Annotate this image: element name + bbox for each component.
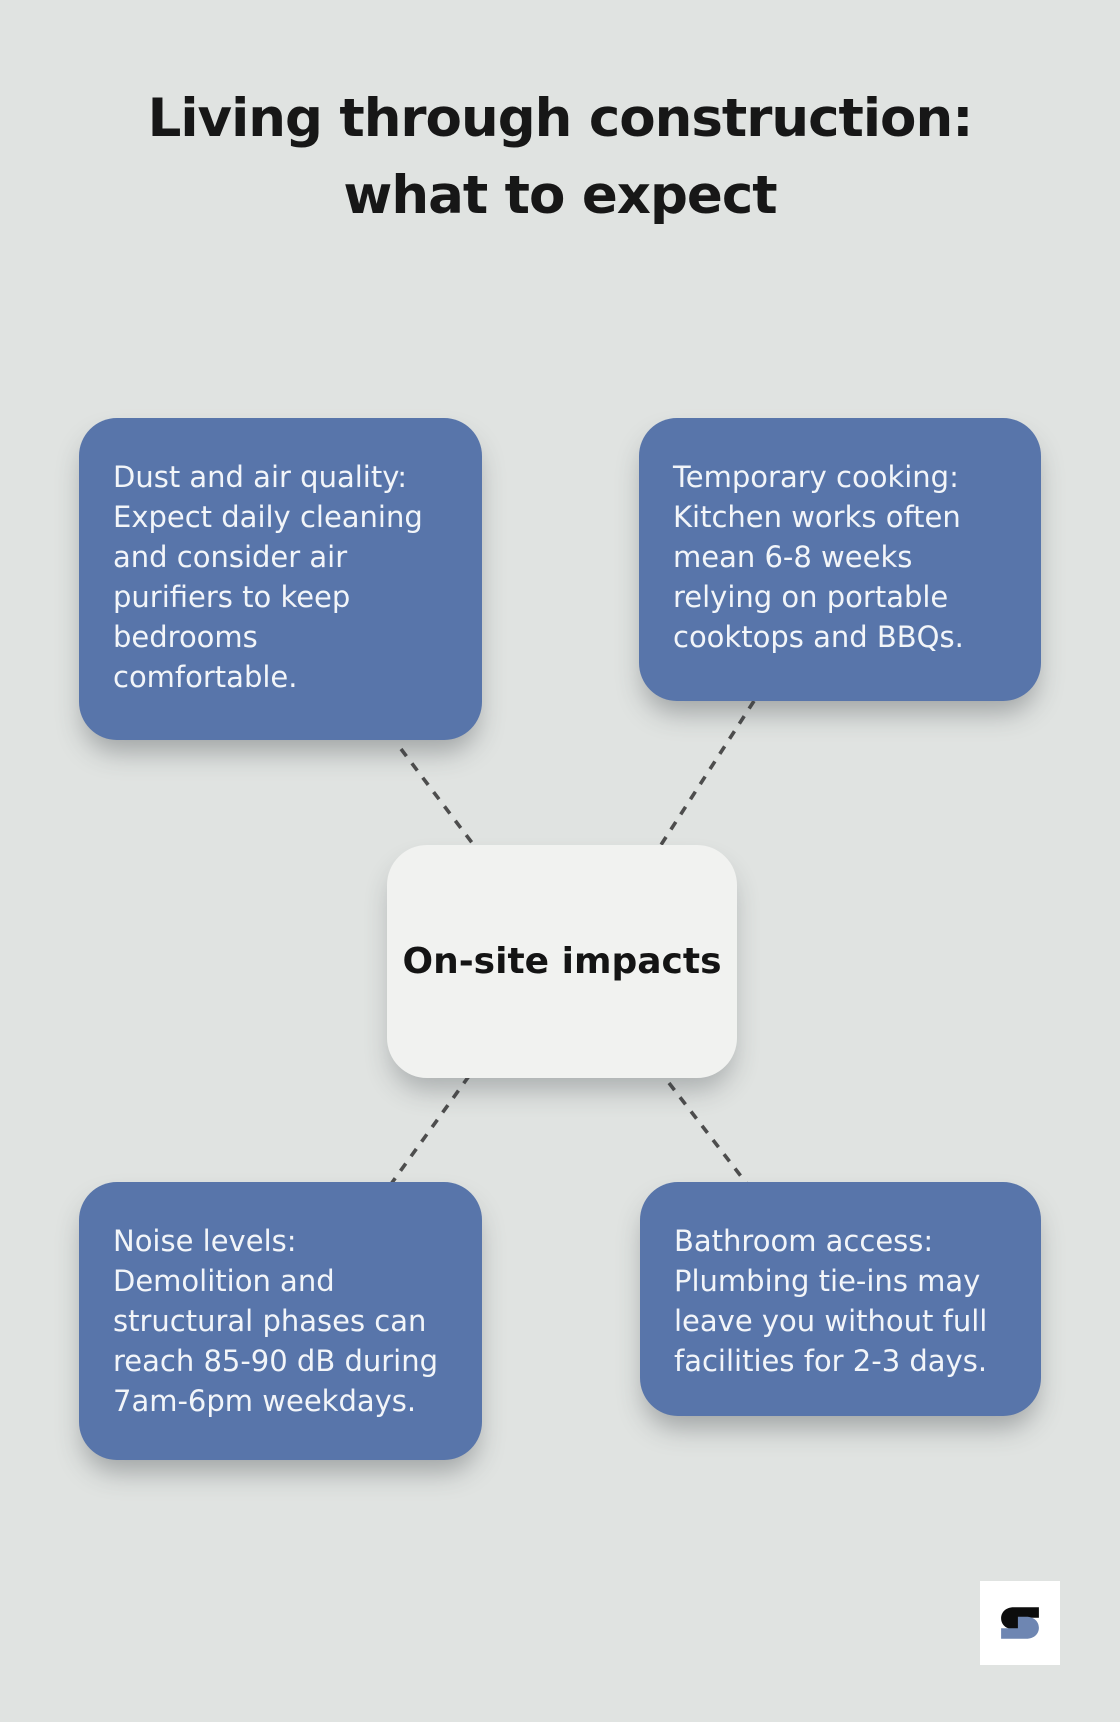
logo-tile <box>980 1581 1060 1665</box>
page-title: Living through construction: what to exp… <box>0 80 1120 234</box>
impact-box-noise-levels: Noise levels: Demolition and structural … <box>79 1182 482 1460</box>
impact-box-bathroom-access: Bathroom access: Plumbing tie-ins may le… <box>640 1182 1041 1416</box>
s-monogram-icon <box>1001 1607 1039 1639</box>
impact-box-dust-air-quality: Dust and air quality: Expect daily clean… <box>79 418 482 740</box>
page-title-line-2: what to expect <box>343 165 777 226</box>
central-node: On-site impacts <box>387 845 737 1078</box>
connector-cooking-to-center <box>655 700 756 852</box>
connector-center-to-noise <box>389 1074 471 1186</box>
central-node-label: On-site impacts <box>402 941 722 982</box>
connector-dust-to-center <box>399 747 481 854</box>
impact-box-temporary-cooking: Temporary cooking: Kitchen works often m… <box>639 418 1041 701</box>
connector-center-to-bathroom <box>667 1081 749 1186</box>
page-title-line-1: Living through construction: <box>147 88 974 149</box>
